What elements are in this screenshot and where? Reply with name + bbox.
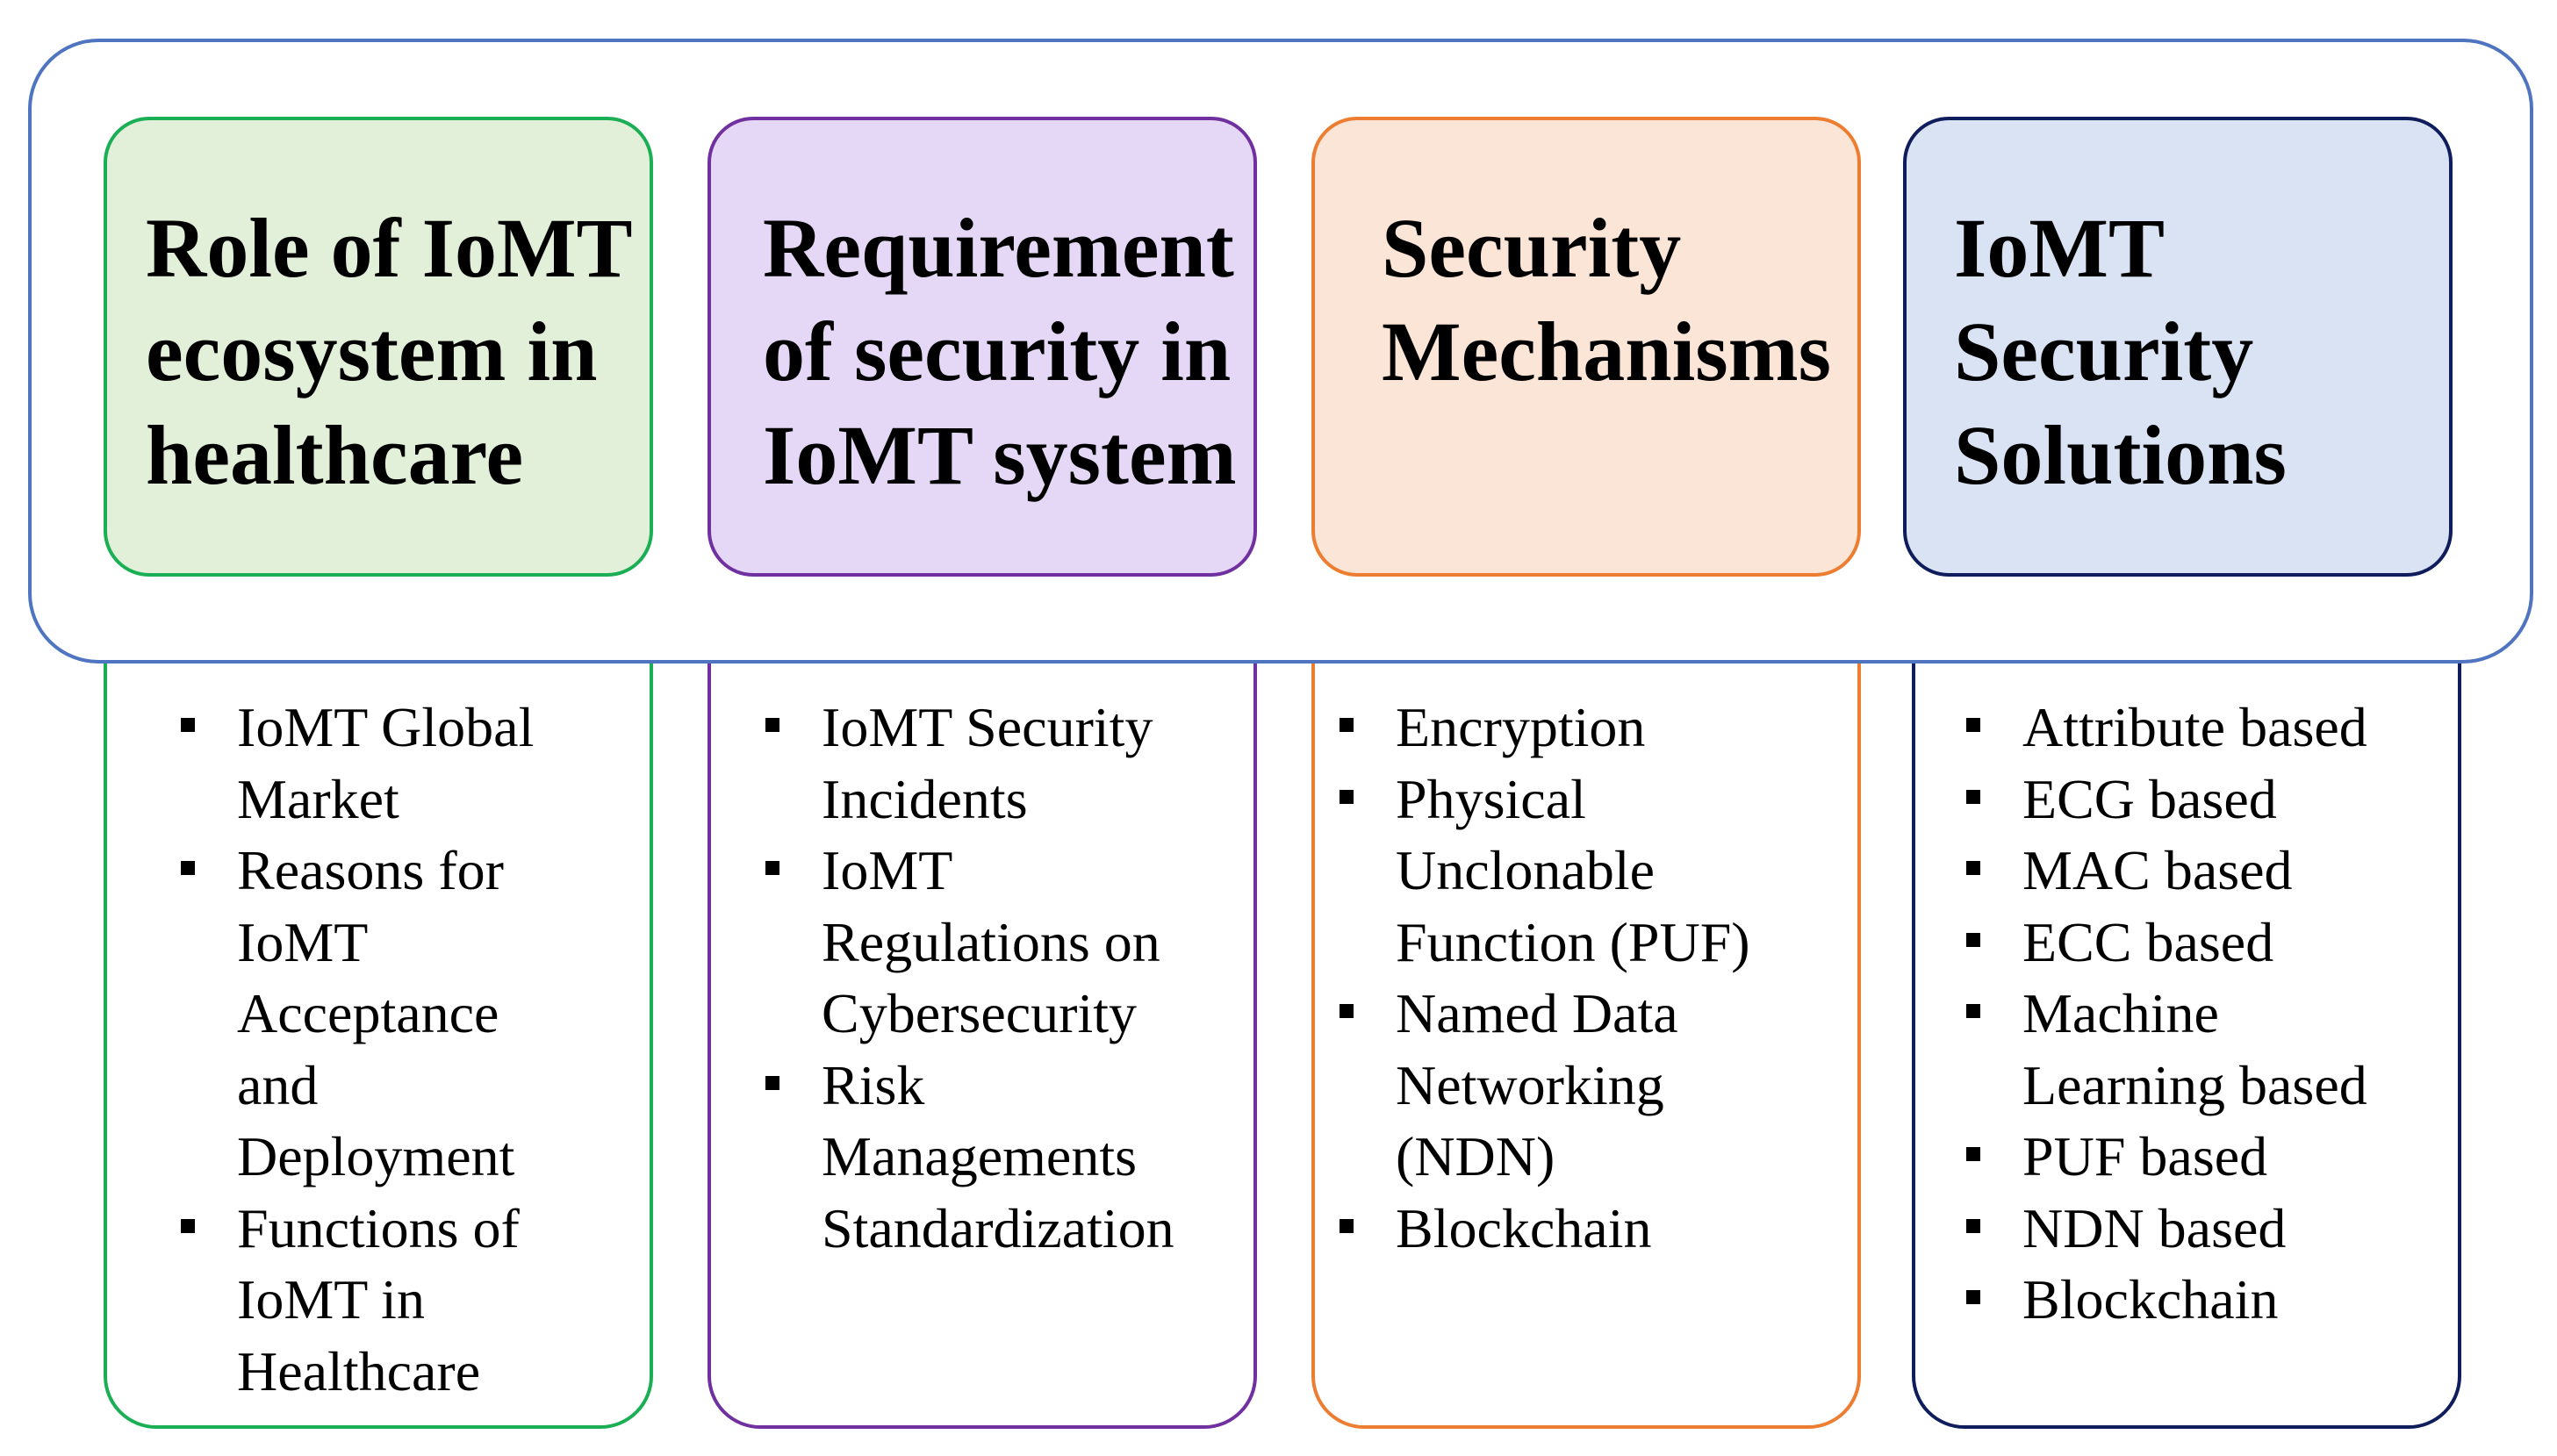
list-box-solutions [1912, 597, 2461, 1429]
list-item: NDN based [1961, 1193, 2367, 1265]
header-box-solutions: IoMT Security Solutions [1903, 117, 2453, 577]
header-title-requirement: Requirement of security in IoMT system [763, 201, 1237, 502]
list-item: IoMT Security Incidents [760, 692, 1174, 835]
item-list-role: IoMT Global Market Reasons for IoMT Acce… [176, 692, 534, 1407]
header-box-role: Role of IoMT ecosystem in healthcare [104, 117, 653, 577]
header-title-solutions: IoMT Security Solutions [1954, 201, 2287, 502]
header-title-mechanisms: Security Mechanisms [1382, 201, 1831, 398]
square-bullet-icon [181, 718, 195, 732]
square-bullet-icon [1966, 1004, 1980, 1018]
square-bullet-icon [765, 1075, 779, 1090]
item-list-solutions: Attribute based ECG based MAC based ECC … [1961, 692, 2367, 1336]
header-box-requirement: Requirement of security in IoMT system [707, 117, 1257, 577]
square-bullet-icon [181, 861, 195, 875]
square-bullet-icon [1340, 718, 1354, 732]
header-box-mechanisms: Security Mechanisms [1311, 117, 1861, 577]
square-bullet-icon [181, 1218, 195, 1233]
list-item: MAC based [1961, 835, 2367, 907]
square-bullet-icon [765, 861, 779, 875]
square-bullet-icon [1966, 1147, 1980, 1161]
list-item: Attribute based [1961, 692, 2367, 764]
square-bullet-icon [1966, 1218, 1980, 1233]
item-list-requirement: IoMT Security Incidents IoMT Regulations… [760, 692, 1174, 1264]
list-item: Physical Unclonable Function (PUF) [1334, 764, 1750, 979]
list-item: Machine Learning based [1961, 978, 2367, 1121]
list-box-requirement [707, 597, 1257, 1429]
list-item: Named Data Networking (NDN) [1334, 978, 1750, 1193]
list-item: Functions of IoMT in Healthcare [176, 1193, 534, 1408]
list-item: ECC based [1961, 907, 2367, 979]
square-bullet-icon [1966, 861, 1980, 875]
square-bullet-icon [1966, 718, 1980, 732]
square-bullet-icon [1340, 1218, 1354, 1233]
list-item: Reasons for IoMT Acceptance and Deployme… [176, 835, 534, 1193]
list-item: IoMT Regulations on Cybersecurity [760, 835, 1174, 1050]
list-item: Encryption [1334, 692, 1750, 764]
header-title-role: Role of IoMT ecosystem in healthcare [146, 201, 633, 502]
list-item: Blockchain [1961, 1264, 2367, 1336]
list-item: Blockchain [1334, 1193, 1750, 1265]
square-bullet-icon [1966, 1290, 1980, 1304]
list-box-role [104, 597, 653, 1429]
list-item: ECG based [1961, 764, 2367, 836]
square-bullet-icon [1340, 789, 1354, 804]
list-box-mechanisms [1311, 597, 1861, 1429]
list-item: Risk Managements Standardization [760, 1050, 1174, 1265]
square-bullet-icon [1340, 1004, 1354, 1018]
item-list-mechanisms: Encryption Physical Unclonable Function … [1334, 692, 1750, 1264]
square-bullet-icon [1966, 932, 1980, 947]
list-item: IoMT Global Market [176, 692, 534, 835]
list-item: PUF based [1961, 1121, 2367, 1193]
square-bullet-icon [1966, 789, 1980, 804]
square-bullet-icon [765, 718, 779, 732]
